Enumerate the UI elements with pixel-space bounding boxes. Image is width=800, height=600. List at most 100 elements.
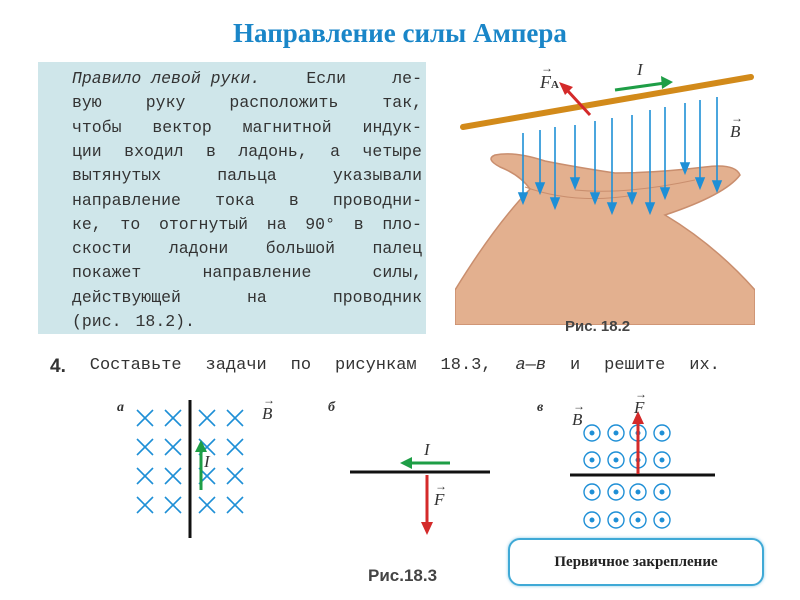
field-label-182: →B [730, 111, 743, 141]
force-label-c: →F [634, 387, 647, 417]
rule-word: проводни- [332, 190, 422, 210]
conductor-rod [460, 74, 754, 130]
fig-a-label: а [117, 400, 124, 415]
figure-18-3-c [570, 411, 715, 529]
field-dot-icon [583, 483, 601, 501]
rule-word: (рис. [72, 312, 122, 331]
field-dot-icon [583, 451, 601, 469]
rule-word: в [353, 214, 364, 234]
rule-line: ции входил в ладонь, а четыре [72, 141, 422, 162]
rule-word: ке, [72, 214, 102, 234]
rule-word: входил [124, 141, 184, 161]
field-cross-icon [226, 409, 244, 427]
field-cross-icon [136, 438, 154, 456]
primary-consolidation-button[interactable]: Первичное закрепление [508, 538, 764, 586]
rule-word: ле- [392, 69, 422, 88]
fig-c-label: в [537, 400, 544, 415]
caption-18-2: Рис. 18.2 [565, 318, 631, 335]
rule-word: а [330, 141, 341, 161]
field-cross-icon [226, 467, 244, 485]
task-word: и [570, 356, 581, 375]
task-word: рисункам [335, 356, 417, 375]
rule-word: Если [306, 69, 347, 88]
rule-line: Правило левой руки. Если ле- [72, 68, 422, 89]
rule-word: большой [265, 239, 336, 259]
field-dot-icon [607, 483, 625, 501]
rule-line: направление тока в проводни- [72, 190, 422, 211]
rule-word: на [266, 214, 287, 234]
task-word: 18.3, [440, 356, 492, 375]
rule-word: действующей [72, 287, 181, 307]
rule-word: Правило левой руки. [72, 69, 261, 88]
task-number: 4. [50, 356, 66, 377]
field-cross-icon [136, 496, 154, 514]
current-label-a: I [204, 452, 210, 471]
rule-box [38, 62, 426, 334]
field-dot-icon [607, 424, 625, 442]
field-label-c: →B [572, 399, 585, 429]
task-word: а—в [515, 356, 547, 375]
rule-word: так, [382, 93, 422, 113]
force-arrow [565, 88, 592, 117]
rule-word: указывали [332, 166, 422, 186]
rule-word: отогнутый [158, 214, 249, 234]
rule-word: тока [215, 190, 255, 210]
rule-word: расположить [229, 93, 339, 113]
rule-word: четыре [362, 141, 422, 161]
rule-word: пло- [382, 214, 422, 234]
rule-word: руку [145, 93, 186, 113]
force-label-b: →F [434, 479, 447, 509]
rule-word: ции [72, 141, 102, 161]
rule-word: направление [72, 190, 181, 210]
rule-word: то [120, 214, 141, 234]
figure-18-3-b [350, 457, 490, 535]
field-cross-icon [164, 496, 182, 514]
field-dot-icon [583, 424, 601, 442]
figure-18-2 [455, 74, 755, 325]
field-dot-icon [583, 511, 601, 529]
rule-word: в [288, 190, 299, 210]
task-word: решите [604, 356, 666, 375]
field-label-a: →B [262, 393, 275, 423]
rule-word: в [206, 141, 216, 161]
rule-line: чтобы вектор магнитной индук- [72, 117, 422, 138]
hand-image [455, 153, 755, 325]
rule-word: вытянутых [72, 166, 162, 186]
field-cross-icon [198, 409, 216, 427]
field-cross-icon [226, 438, 244, 456]
rule-word: чтобы [72, 117, 122, 137]
field-dot-icon [653, 451, 671, 469]
field-cross-icon [164, 438, 182, 456]
rule-word: направление [202, 263, 312, 283]
rule-word: на [246, 287, 267, 307]
field-dot-icon [653, 511, 671, 529]
field-cross-icon [198, 496, 216, 514]
rule-word: индук- [362, 117, 422, 137]
field-dot-icon [607, 511, 625, 529]
field-cross-icon [136, 467, 154, 485]
rule-word: ладонь, [238, 141, 308, 161]
field-dot-icon [629, 483, 647, 501]
field-dot-icon [653, 483, 671, 501]
task-word: Составьте [89, 356, 182, 375]
rule-word: скости [72, 239, 132, 259]
field-cross-icon [136, 409, 154, 427]
current-label-b: I [424, 440, 430, 459]
field-cross-icon [164, 467, 182, 485]
field-dot-icon [653, 424, 671, 442]
force-label-182: →FA [540, 61, 559, 92]
rule-word: магнитной [242, 117, 332, 137]
rule-word: вектор [152, 117, 212, 137]
rule-word: ладони [168, 239, 229, 259]
field-dot-icon [629, 511, 647, 529]
task-word: задачи [205, 356, 267, 375]
rule-line: (рис.18.2). [72, 311, 422, 332]
task-word: их. [689, 356, 720, 375]
current-label-182: I [637, 60, 643, 79]
current-arrow [614, 81, 666, 92]
